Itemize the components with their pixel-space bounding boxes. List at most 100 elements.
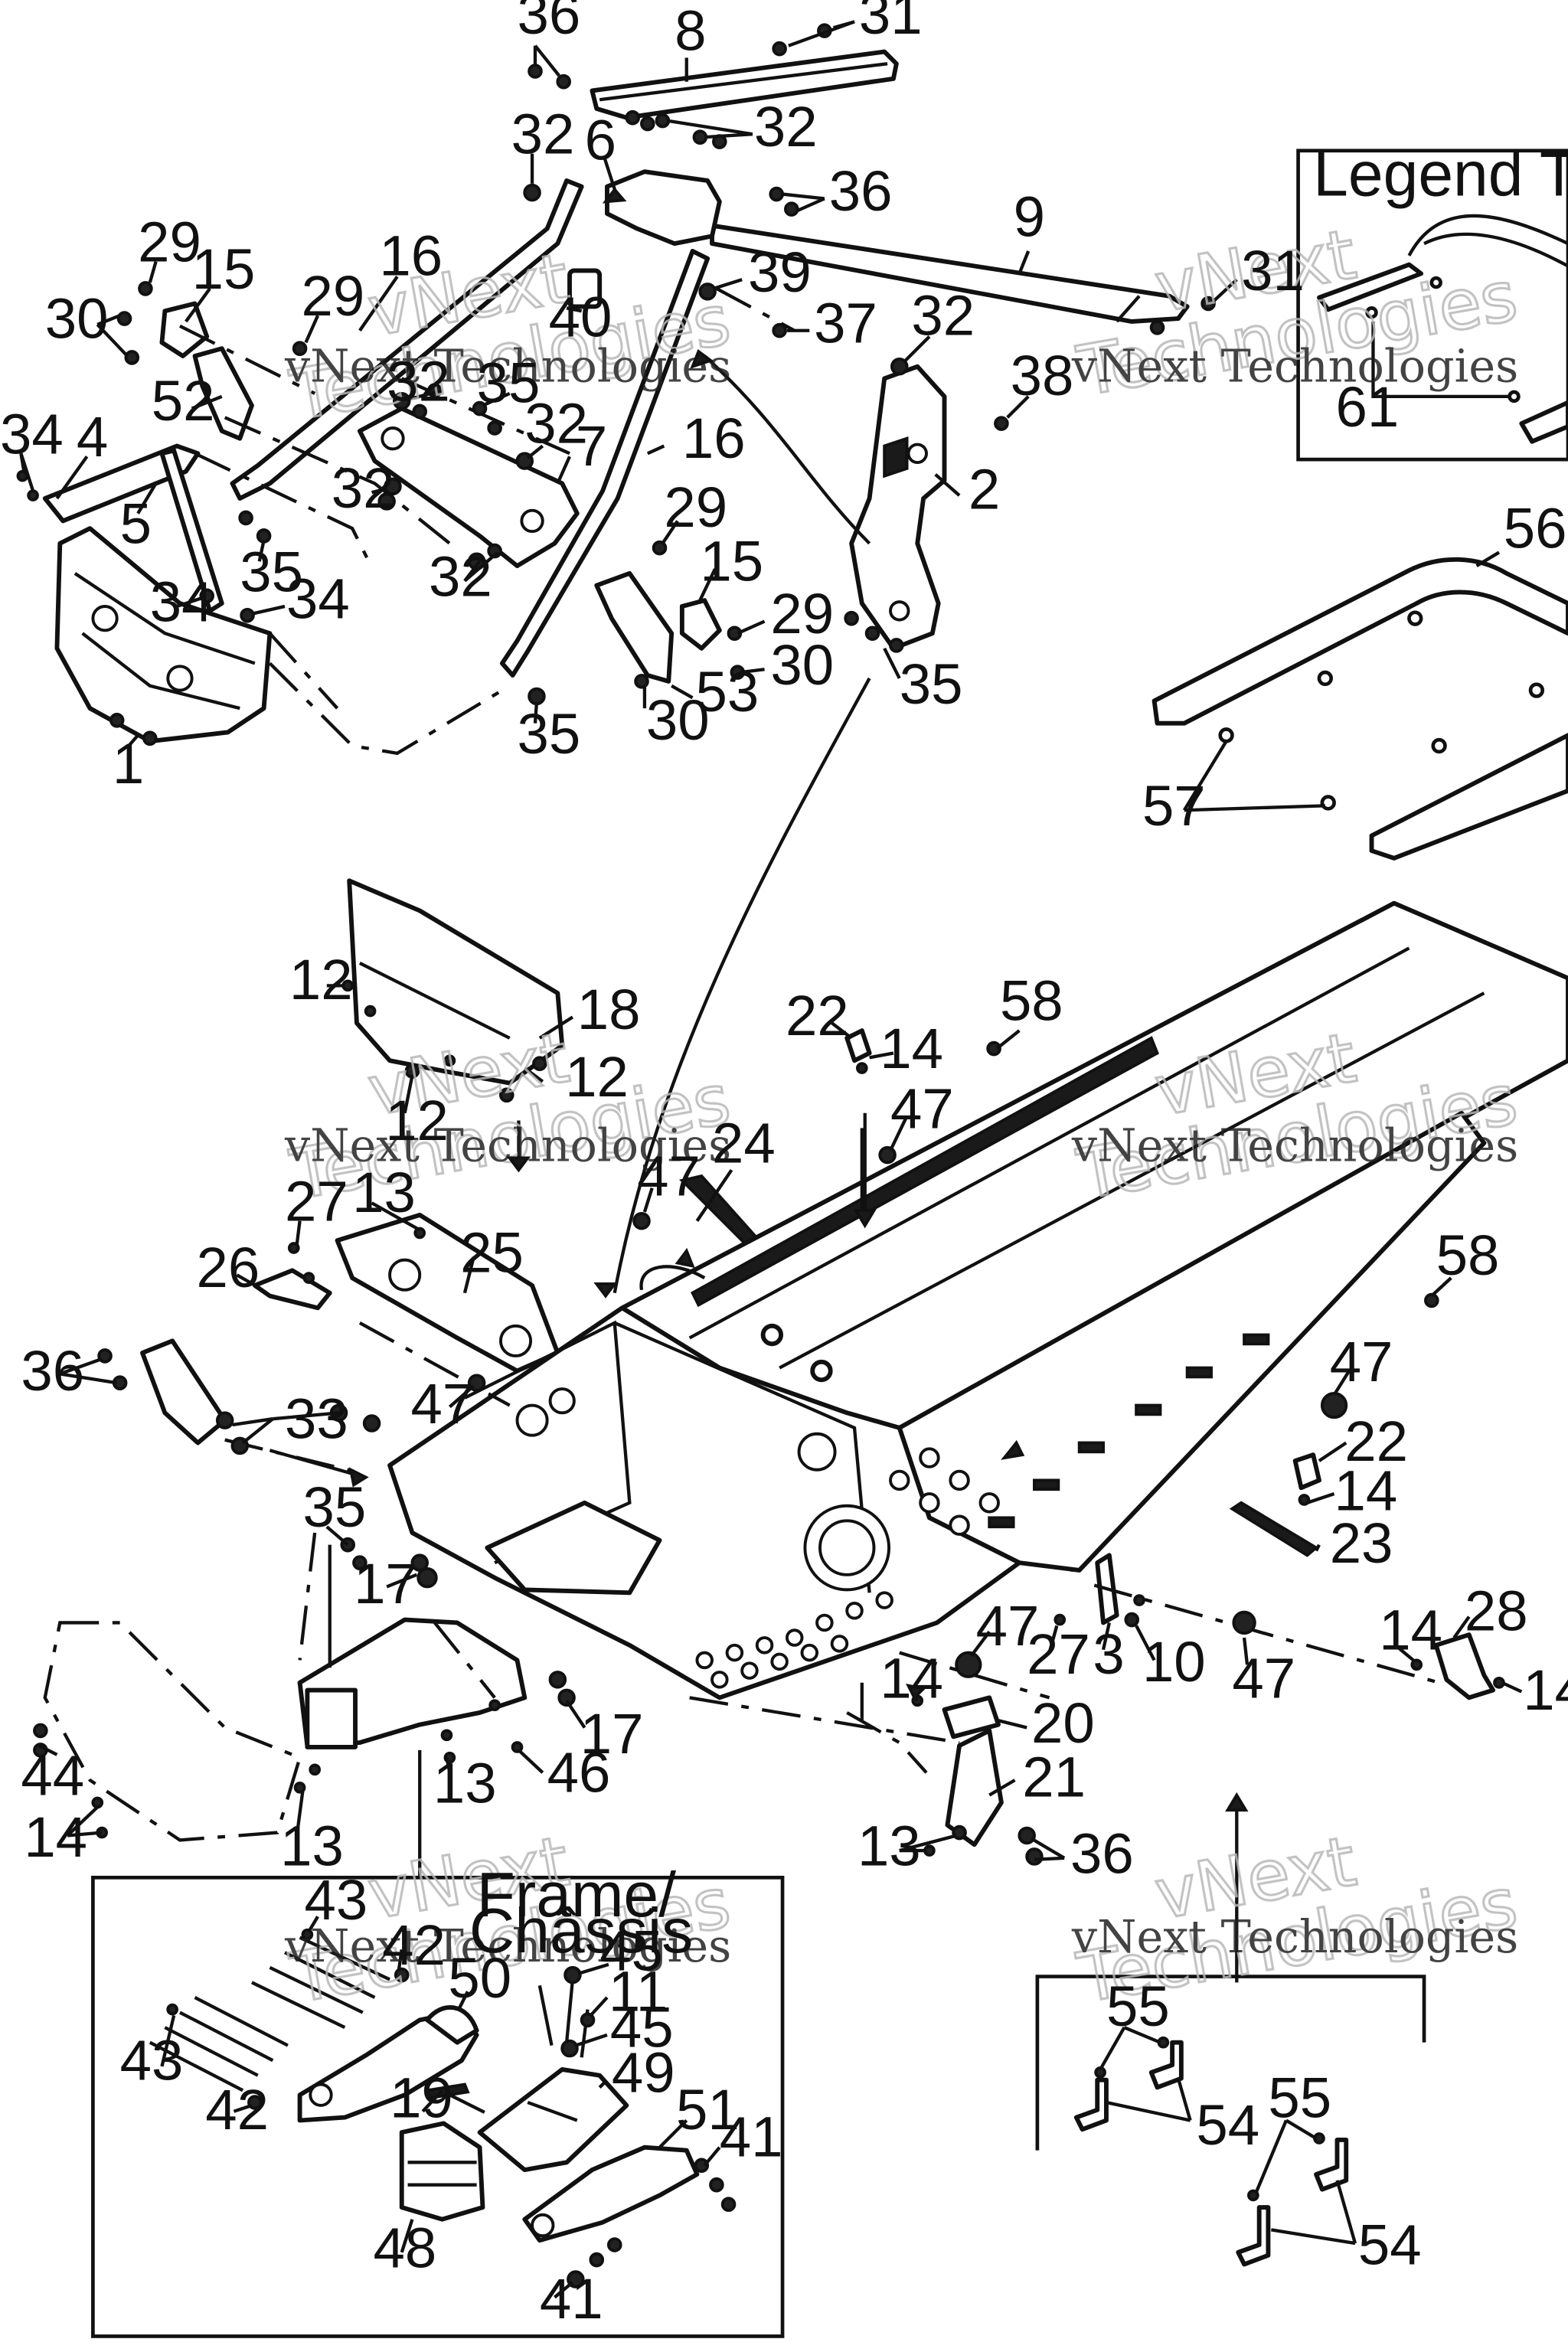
callout-14: 14	[1523, 1658, 1568, 1722]
callout-47: 47	[1330, 1330, 1393, 1393]
part-54-handle-c	[1236, 2205, 1271, 2267]
callout-16: 16	[682, 407, 746, 470]
callout-32: 32	[524, 392, 588, 456]
legend-trail-rail	[1317, 262, 1424, 312]
part-52-left-mount	[192, 346, 254, 441]
part-4-link	[42, 443, 201, 524]
part-51-bracket	[522, 2145, 700, 2243]
callout-15: 15	[192, 237, 256, 301]
callout-46: 46	[547, 1741, 611, 1805]
callout-61: 61	[1336, 375, 1400, 439]
callout-28: 28	[1465, 1579, 1528, 1642]
tunnel-rail	[690, 1036, 1159, 1308]
main-chassis	[43, 900, 1568, 1847]
callout-21: 21	[1022, 1746, 1086, 1809]
part-48-bracket	[399, 2121, 485, 2222]
callout-53: 53	[695, 660, 759, 724]
callout-32: 32	[754, 95, 818, 158]
callout-2: 2	[969, 458, 1000, 521]
watermark-text-1: vNext Technologies	[284, 339, 731, 392]
callout-45: 45	[599, 1919, 663, 1983]
callout-35: 35	[303, 1475, 367, 1539]
callout-47: 47	[410, 1372, 474, 1436]
callout-14: 14	[880, 1646, 943, 1710]
watermark-text-3: vNext Technologies	[284, 1119, 731, 1171]
callout-29: 29	[770, 582, 834, 645]
legend-trail-box	[1296, 149, 1568, 462]
watermark-text-4: vNext Technologies	[1071, 1119, 1518, 1171]
part-54-handle-a	[1073, 2077, 1109, 2132]
callout-32: 32	[332, 456, 395, 520]
frame-chassis-inset	[91, 1875, 785, 2338]
callout-37: 37	[814, 291, 877, 354]
callout-14: 14	[24, 1805, 87, 1869]
callout-14: 14	[1379, 1599, 1442, 1662]
callout-14: 14	[880, 1017, 943, 1080]
callout-7: 7	[576, 414, 607, 478]
callout-50: 50	[448, 1946, 511, 2010]
frame-chassis-title-2: Châssis	[469, 1896, 693, 1966]
part-22-clip-a	[844, 1028, 872, 1063]
callout-32: 32	[511, 103, 575, 166]
callout-32: 32	[429, 544, 492, 608]
callout-57: 57	[1142, 774, 1206, 838]
leader-lines-middle	[38, 677, 1523, 1983]
callout-36: 36	[1070, 1821, 1134, 1885]
part-50-bracket	[297, 2010, 479, 2123]
callout-13: 13	[280, 1815, 344, 1878]
callout-13: 13	[352, 1161, 416, 1224]
handle-parts-bracket	[1035, 1975, 1426, 2151]
fasteners-top	[16, 23, 1216, 746]
callout-32: 32	[387, 350, 450, 413]
callout-47: 47	[976, 1594, 1040, 1658]
fasteners-middle	[33, 979, 1505, 1866]
handle-parts-inset	[1035, 1975, 1426, 2267]
callout-19: 19	[390, 2066, 453, 2130]
callout-38: 38	[1011, 344, 1074, 407]
callout-13: 13	[433, 1751, 497, 1815]
callout-58: 58	[1000, 969, 1063, 1032]
callout-41: 41	[540, 2267, 603, 2331]
leader-lines-top	[19, 20, 1238, 749]
callout-35: 35	[900, 652, 963, 716]
part-6-bracket	[605, 169, 722, 247]
callout-44: 44	[21, 1744, 84, 1808]
frame-chassis-box	[91, 1875, 785, 2338]
callout-45: 45	[610, 1996, 674, 2060]
part-23-cable	[1229, 1501, 1319, 1557]
arrowheads	[348, 187, 1249, 1812]
callout-58: 58	[1436, 1223, 1500, 1287]
part-56-rail-assembly	[1152, 550, 1568, 861]
callout-10: 10	[1142, 1630, 1206, 1694]
part-16-left-tube	[230, 178, 584, 501]
callout-12: 12	[565, 1045, 629, 1109]
callout-6: 6	[585, 109, 616, 172]
part-21-bracket	[945, 1728, 1004, 1847]
callout-22: 22	[786, 984, 849, 1047]
callout-32: 32	[911, 284, 975, 348]
callout-3: 3	[1093, 1622, 1124, 1686]
callout-23: 23	[1330, 1511, 1393, 1575]
part-54-handle-d	[1314, 2138, 1349, 2192]
callout-54: 54	[1196, 2093, 1259, 2157]
part-18-panel	[347, 878, 565, 1086]
watermark-text-5: vNext Technologies	[284, 1919, 731, 1972]
callout-55: 55	[1268, 2066, 1331, 2130]
callout-12: 12	[289, 948, 353, 1011]
callout-16: 16	[379, 224, 443, 287]
upper-frame-assembly	[42, 49, 1190, 756]
callout-31: 31	[859, 0, 923, 46]
callout-30: 30	[770, 633, 834, 697]
callout-14: 14	[1334, 1459, 1398, 1523]
ghost-ski-left	[43, 1621, 302, 1842]
watermark-text-6: vNext Technologies	[1071, 1910, 1518, 1963]
inset-bolts	[149, 1936, 590, 2092]
frame-chassis-title-1: Frame/	[477, 1860, 677, 1930]
callout-15: 15	[700, 530, 763, 593]
callout-25: 25	[460, 1220, 524, 1284]
callout-34: 34	[0, 402, 64, 466]
callout-35: 35	[517, 702, 580, 766]
callout-29: 29	[664, 475, 727, 539]
callout-11: 11	[609, 1960, 668, 2024]
